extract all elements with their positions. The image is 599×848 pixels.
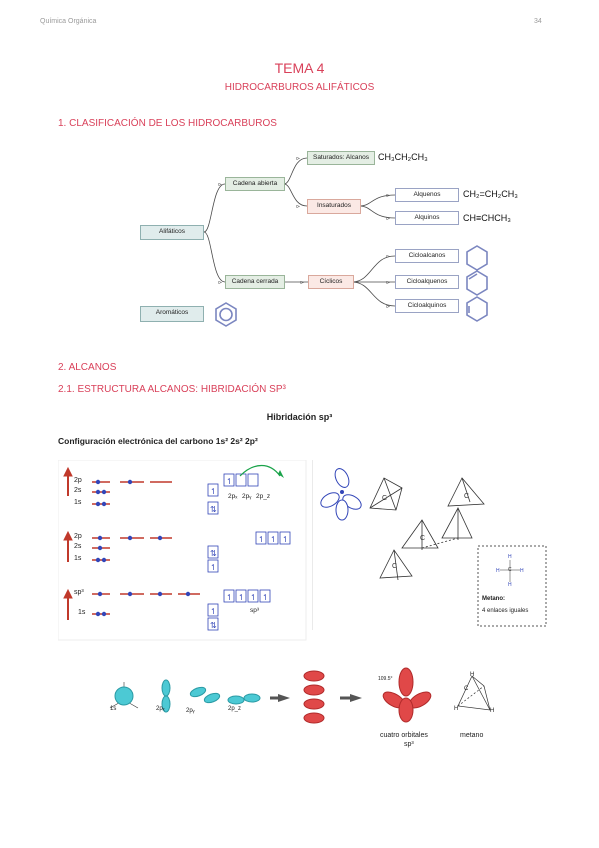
box-aromaticos: Aromáticos xyxy=(140,306,204,322)
cyclohexene-icon xyxy=(466,270,488,296)
hybridization-title: Hibridación sp³ xyxy=(266,412,333,422)
ring-structures xyxy=(215,245,488,327)
methane-label: Metano: xyxy=(482,596,505,602)
tema-subtitle: HIDROCARBUROS ALIFÁTICOS xyxy=(224,82,375,93)
svg-text:↿: ↿ xyxy=(210,563,217,572)
svg-text:⊳: ⊳ xyxy=(386,193,390,199)
energy-level-diagram: ↿ ⇅ ↿ ⇅ ↿ ↿ ↿ ↿ ↿ ⇅ ↿ ↿ ↿ ↿ xyxy=(58,460,307,641)
label-sp3-bottom: sp³ xyxy=(404,741,414,748)
methane-desc: 4 enlaces iguales xyxy=(482,608,529,614)
svg-text:H: H xyxy=(496,568,500,574)
benzene-ring-icon xyxy=(215,302,237,327)
svg-text:⇅: ⇅ xyxy=(210,621,217,630)
svg-text:C: C xyxy=(508,567,512,573)
label-h-top: H xyxy=(470,672,475,678)
hybridization-sequence xyxy=(109,667,491,724)
box-ciclicos: Cíclicos xyxy=(308,275,354,289)
label-1s-a: 1s xyxy=(74,499,82,506)
svg-text:⊳: ⊳ xyxy=(300,280,304,286)
svg-text:↿: ↿ xyxy=(210,487,217,496)
page-number: 34 xyxy=(534,18,542,25)
svg-text:⊳: ⊳ xyxy=(218,280,222,286)
svg-text:↿: ↿ xyxy=(258,535,265,544)
svg-text:⊳: ⊳ xyxy=(218,182,222,188)
svg-text:↿: ↿ xyxy=(238,593,245,602)
svg-text:↿: ↿ xyxy=(210,607,217,616)
label-2s-b: 2s xyxy=(74,543,82,550)
svg-text:C: C xyxy=(382,495,387,502)
box-saturados: Saturados: Alcanos xyxy=(307,151,375,165)
svg-text:C: C xyxy=(392,563,397,570)
label-box-sp3: sp³ xyxy=(250,607,260,614)
box-alquinos: Alquinos xyxy=(395,211,459,225)
bottom-label-2px: 2pₓ xyxy=(156,706,165,712)
label-1s-b: 1s xyxy=(74,555,82,562)
course-name: Química Orgánica xyxy=(40,18,97,25)
svg-text:↿: ↿ xyxy=(282,535,289,544)
label-box-2py: 2pᵧ xyxy=(242,493,252,500)
box-cicloalquinos: Cicloalquinos xyxy=(395,299,459,313)
formula-alkene: CH₂=CH₂CH₃ xyxy=(463,189,518,199)
box-cicloalquenos: Cicloalquenos xyxy=(395,275,459,289)
box-cadena-cerrada: Cadena cerrada xyxy=(225,275,285,289)
formula-alkyne: CH≡CHCH₃ xyxy=(463,213,511,223)
svg-text:⊳: ⊳ xyxy=(386,280,390,286)
bottom-label-1s: 1s xyxy=(110,706,117,712)
label-metano: metano xyxy=(460,732,484,739)
section-1-heading: 1. CLASIFICACIÓN DE LOS HIDROCARBUROS xyxy=(58,118,277,129)
svg-text:↿: ↿ xyxy=(262,593,269,602)
svg-text:⊳: ⊳ xyxy=(386,304,390,310)
label-box-2px: 2pₓ xyxy=(228,493,238,500)
svg-text:⊳: ⊳ xyxy=(386,216,390,222)
svg-text:H: H xyxy=(520,568,524,574)
tema-title: TEMA 4 xyxy=(274,60,325,76)
label-sp3: sp³ xyxy=(74,589,84,596)
box-insaturados: Insaturados xyxy=(307,199,361,214)
bond-angle-label: 109.5° xyxy=(378,676,393,682)
label-2p-b: 2p xyxy=(74,533,82,540)
label-c-center: C xyxy=(464,686,469,692)
svg-text:⇅: ⇅ xyxy=(210,505,217,514)
tetrahedral-structure: C C C C H H H H C xyxy=(312,460,547,630)
svg-text:⊳: ⊳ xyxy=(296,204,300,210)
label-box-2pz: 2p_z xyxy=(256,493,271,500)
box-alquenos: Alquenos xyxy=(395,188,459,202)
label-four-orbitals: cuatro orbitales xyxy=(380,732,428,739)
section-2-1-heading: 2.1. ESTRUCTURA ALCANOS: HIBRIDACIÓN SP³ xyxy=(58,384,286,395)
svg-text:↿: ↿ xyxy=(226,477,233,486)
cyclohexane-icon xyxy=(466,245,488,271)
cyclohexyne-icon xyxy=(466,296,488,322)
svg-text:⊳: ⊳ xyxy=(296,156,300,162)
svg-text:↿: ↿ xyxy=(250,593,257,602)
svg-text:H: H xyxy=(508,554,512,560)
svg-text:C: C xyxy=(420,535,425,542)
box-alifaticos: Alifáticos xyxy=(140,225,204,240)
label-2p-a: 2p xyxy=(74,477,82,484)
label-2s-a: 2s xyxy=(74,487,82,494)
box-cicloalcanos: Cicloalcanos xyxy=(395,249,459,263)
electron-config: Configuración electrónica del carbono 1s… xyxy=(58,436,258,446)
label-h-right: H xyxy=(490,708,495,714)
box-cadena-abierta: Cadena abierta xyxy=(225,177,285,191)
classification-connectors: ⊳ ⊳ ⊳ ⊳ ⊳ ⊳ ⊳ ⊳ ⊳ ⊳ xyxy=(203,156,396,310)
svg-text:↿: ↿ xyxy=(270,535,277,544)
svg-text:⇅: ⇅ xyxy=(210,549,217,558)
svg-text:C: C xyxy=(464,493,469,500)
bottom-label-2pz: 2p_z xyxy=(228,706,242,712)
section-2-heading: 2. ALCANOS xyxy=(58,362,117,373)
label-1s-c: 1s xyxy=(78,609,86,616)
svg-text:⊳: ⊳ xyxy=(386,254,390,260)
svg-text:H: H xyxy=(508,582,512,588)
label-h-left: H xyxy=(454,706,459,712)
formula-alkane: CH₃CH₂CH₃ xyxy=(378,152,428,162)
svg-text:↿: ↿ xyxy=(226,593,233,602)
bottom-label-2py: 2pᵧ xyxy=(186,708,195,714)
